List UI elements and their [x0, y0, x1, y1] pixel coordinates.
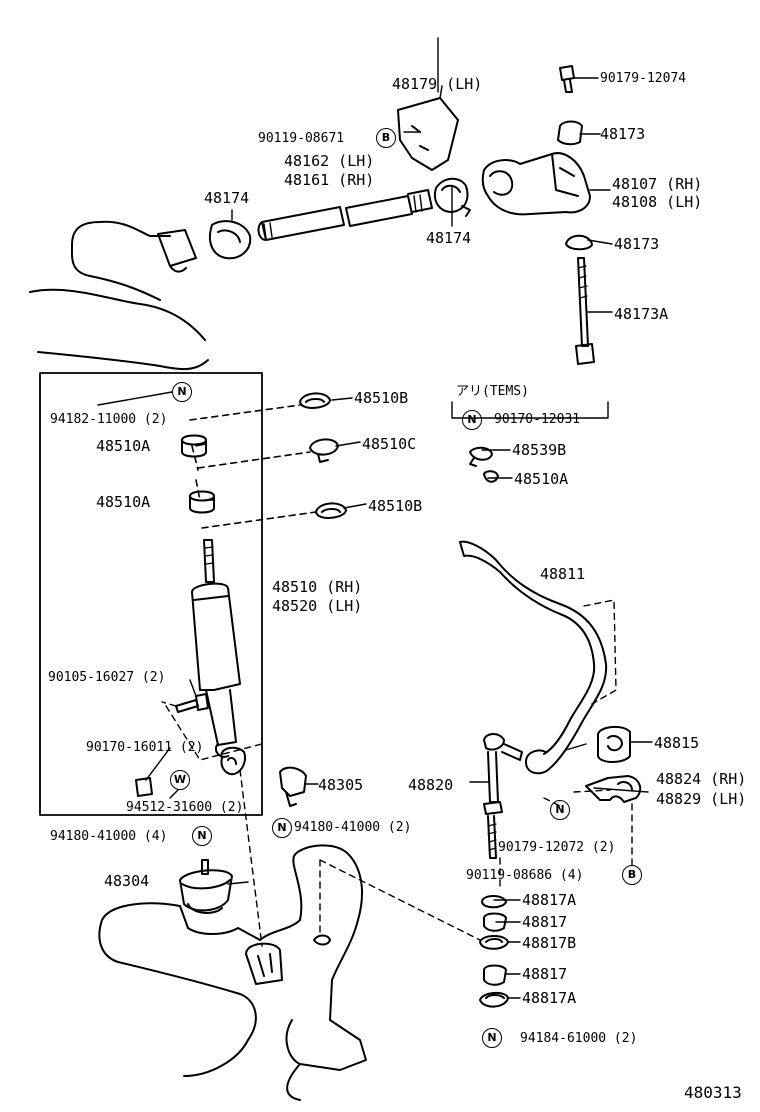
washer-48817B [479, 935, 509, 950]
bushing-48510A-small [483, 470, 499, 483]
label-48815: 48815 [654, 734, 700, 752]
label-90179-12074: 90179-12074 [600, 71, 687, 86]
label-48817-1: 48817 [522, 913, 568, 931]
marker-n-icon: N [462, 410, 482, 430]
section-note: アリ(TEMS) [456, 384, 529, 399]
torsion-collar-left [157, 229, 197, 273]
label-48817A-1: 48817A [522, 891, 577, 909]
stabilizer-link-48820 [483, 733, 523, 859]
label-48817B: 48817B [522, 934, 577, 952]
label-48304: 48304 [104, 872, 150, 890]
label-90170-12031: 90170-12031 [494, 412, 581, 427]
bushing-48510A-lower [189, 490, 215, 514]
label-48817A-2: 48817A [522, 989, 577, 1007]
label-48510A-upper: 48510A [96, 437, 151, 455]
label-48174-left: 48174 [204, 189, 250, 207]
label-48811: 48811 [540, 565, 586, 583]
figure-number: 480313 [684, 1083, 742, 1102]
label-90119-08671: 90119-08671 [258, 131, 345, 146]
label-94182-11000: 94182-11000 (2) [50, 412, 168, 427]
label-48824: 48824 (RH) [656, 770, 747, 788]
label-48829: 48829 (LH) [656, 790, 747, 808]
label-48173-top: 48173 [600, 125, 646, 143]
marker-b-icon: B [622, 865, 642, 885]
marker-n-icon: N [550, 800, 570, 820]
marker-n-icon: N [172, 382, 192, 402]
label-48179: 48179 (LH) [392, 75, 483, 93]
marker-b-icon: B [376, 128, 396, 148]
label-48510B-low: 48510B [368, 497, 423, 515]
label-48173-mid: 48173 [614, 235, 660, 253]
label-48510C: 48510C [362, 435, 417, 453]
label-48539B: 48539B [512, 441, 567, 459]
bushing-48510A-upper [181, 434, 207, 458]
label-48174-mid: 48174 [426, 229, 472, 247]
washer-48173-mid [565, 234, 593, 251]
label-90105-16027: 90105-16027 (2) [48, 670, 166, 685]
label-48520: 48520 (LH) [272, 597, 363, 615]
torsion-bar [257, 189, 433, 241]
label-48817-2: 48817 [522, 965, 568, 983]
washer-48817A-2 [479, 992, 509, 1008]
label-94180-41000-left: 94180-41000 (4) [50, 829, 168, 844]
shock-absorber [191, 539, 241, 758]
label-94512-31600: 94512-31600 (2) [126, 800, 244, 815]
label-48820: 48820 [408, 776, 454, 794]
label-90119-08686: 90119-08686 (4) [466, 868, 584, 883]
bolt-90179-12074 [559, 65, 575, 93]
label-48173A: 48173A [614, 305, 669, 323]
nut-90170-16011 [135, 777, 153, 797]
torsion-collar-mid [434, 177, 471, 217]
washer-48510B-low [315, 502, 347, 519]
bolt-48173A [575, 257, 595, 365]
label-48510: 48510 (RH) [272, 578, 363, 596]
label-90179-12072: 90179-12072 (2) [498, 840, 616, 855]
torsion-arm-48107 [481, 152, 591, 216]
label-48510B-top: 48510B [354, 389, 409, 407]
washer-48817A-1 [481, 895, 507, 909]
bumper-48304 [179, 859, 233, 912]
marker-n-icon: N [482, 1028, 502, 1048]
bracket-48305 [279, 766, 307, 807]
frame-outline-top-left [29, 220, 209, 371]
label-94184-61000: 94184-61000 (2) [520, 1031, 638, 1046]
label-94180-41000-right: 94180-41000 (2) [294, 820, 412, 835]
label-48107: 48107 (RH) [612, 175, 703, 193]
bushing-48815 [597, 726, 631, 763]
bolt-90105 [175, 693, 209, 713]
label-48162: 48162 (LH) [284, 152, 375, 170]
marker-n-icon: N [272, 818, 292, 838]
stabilizer-bar-48811 [459, 540, 608, 771]
label-48510A-small: 48510A [514, 470, 569, 488]
bracket-48179 [397, 97, 459, 171]
marker-n-icon: N [192, 826, 212, 846]
washer-48510C [309, 438, 339, 463]
label-48161: 48161 (RH) [284, 171, 375, 189]
grommet-48539B [469, 446, 493, 467]
shock-lower-eye [220, 746, 246, 776]
marker-w-icon: W [170, 770, 190, 790]
label-48510A-lower: 48510A [96, 493, 151, 511]
label-48108: 48108 (LH) [612, 193, 703, 211]
frame-outline-bottom [98, 844, 367, 1101]
label-48305: 48305 [318, 776, 364, 794]
label-90170-16011: 90170-16011 (2) [86, 740, 204, 755]
nut-48173-top [557, 120, 583, 146]
bushing-48817-1 [483, 912, 507, 932]
washer-48510B-top [299, 392, 331, 409]
bushing-48817-2 [483, 964, 507, 986]
bracket-48824 [585, 775, 642, 803]
shock-group-frame [39, 372, 263, 816]
